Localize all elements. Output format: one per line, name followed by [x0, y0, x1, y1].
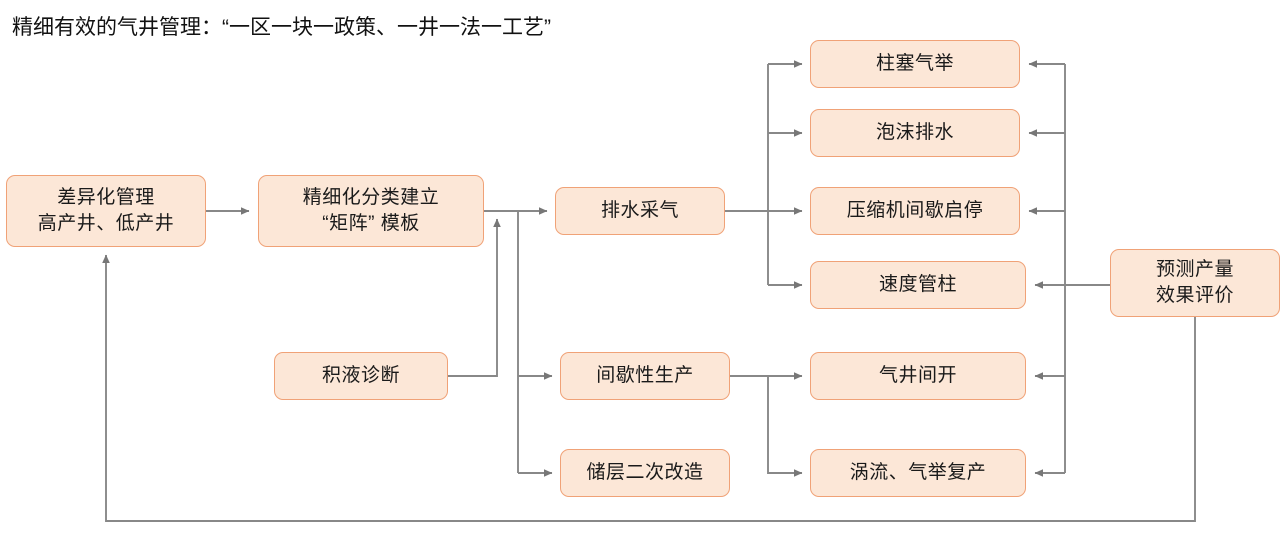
node-label: 精细化分类建立 “矩阵” 模板 [302, 187, 440, 234]
node-label: 速度管柱 [878, 274, 957, 295]
node-dewatering-gas-recovery[interactable]: 排水采气 [555, 187, 725, 235]
node-label: 柱塞气举 [875, 53, 954, 74]
node-plunger-gas-lift[interactable]: 柱塞气举 [810, 40, 1020, 88]
node-label: 预测产量 效果评价 [1155, 259, 1234, 306]
node-label: 储层二次改造 [586, 462, 704, 483]
connector-reservoir-to-swirl [730, 375, 803, 477]
node-compressor-cycling[interactable]: 压缩机间歇启停 [810, 187, 1020, 235]
node-label: 压缩机间歇启停 [846, 200, 984, 221]
node-velocity-string[interactable]: 速度管柱 [810, 261, 1026, 309]
node-liquid-loading-diagnosis[interactable]: 积液诊断 [274, 352, 448, 400]
node-swirl-gaslift-restart[interactable]: 涡流、气举复产 [810, 449, 1026, 497]
node-label: 间歇性生产 [596, 365, 694, 386]
node-well-intermittent-open[interactable]: 气井间开 [810, 352, 1026, 400]
node-label: 涡流、气举复产 [849, 462, 987, 483]
node-foam-dewatering[interactable]: 泡沫排水 [810, 109, 1020, 157]
page-title: 精细有效的气井管理：“一区一块一政策、一井一法一工艺” [12, 16, 551, 39]
node-label: 排水采气 [600, 200, 679, 221]
node-label: 气井间开 [878, 365, 957, 386]
node-label: 泡沫排水 [875, 122, 954, 143]
connector-diagnosis-to-trunk [448, 218, 501, 377]
node-forecast-evaluation[interactable]: 预测产量 效果评价 [1110, 249, 1280, 317]
node-intermittent-production[interactable]: 间歇性生产 [560, 352, 730, 400]
node-label: 差异化管理 高产井、低产井 [37, 187, 175, 234]
connector-feedback-loop [102, 254, 1196, 522]
node-differentiated-management[interactable]: 差异化管理 高产井、低产井 [6, 175, 206, 247]
node-label: 积液诊断 [321, 365, 400, 386]
node-refined-matrix-template[interactable]: 精细化分类建立 “矩阵” 模板 [258, 175, 484, 247]
node-reservoir-restimulation[interactable]: 储层二次改造 [560, 449, 730, 497]
